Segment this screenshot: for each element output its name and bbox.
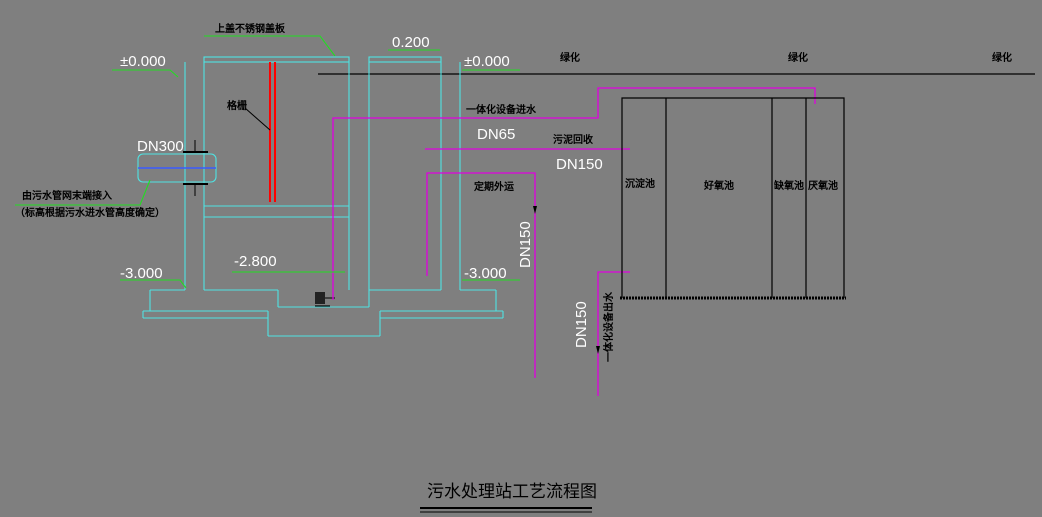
cover-plate-label: 上盖不锈钢盖板: [215, 22, 286, 35]
dn150-vertical-label: DN150: [517, 221, 534, 268]
bottom-level-left: -3.000: [120, 265, 163, 282]
tank-anoxic: 缺氧池: [773, 179, 804, 192]
equipment-outlet-label: 一体化设备出水: [602, 291, 615, 362]
inlet-pipe-dn300: [137, 140, 217, 196]
greening-label-3: 绿化: [992, 51, 1012, 64]
leader-lines: [15, 35, 520, 289]
grille-label: 格栅: [227, 99, 247, 112]
pump-icon: [315, 292, 335, 307]
equipment-inlet-pipe: [332, 117, 480, 300]
ground-level-left: ±0.000: [120, 53, 166, 70]
grille: [269, 62, 276, 202]
inlet-note-1: 由污水管网末端接入: [22, 189, 112, 202]
mid-level: -2.800: [234, 253, 277, 270]
arrow-icon: [533, 206, 537, 214]
bottom-level-right: -3.000: [464, 265, 507, 282]
greening-label-1: 绿化: [560, 51, 580, 64]
greening-label-2: 绿化: [788, 51, 808, 64]
arrow-icon: [596, 346, 600, 354]
cover-plate: [203, 56, 350, 63]
periodic-removal-pipe: [426, 172, 536, 378]
labels: ±0.000 ±0.000 -3.000 -3.000 -2.800 0.200…: [15, 22, 1012, 513]
equipment-inlet-label: 一体化设备进水: [466, 103, 537, 116]
equipment-inlet-pipe-2: [480, 87, 816, 119]
periodic-removal-label: 定期外运: [474, 180, 514, 193]
equipment-outlet-pipe: [597, 271, 630, 396]
tank-sedimentation: 沉淀池: [625, 177, 655, 190]
dn150-top-label: DN150: [556, 156, 603, 173]
process-pipes: [332, 87, 816, 396]
tank-structure: [142, 56, 504, 337]
tank-anaerobic: 厌氧池: [808, 179, 838, 192]
cover-height: 0.200: [392, 34, 430, 51]
ground-level-right: ±0.000: [464, 53, 510, 70]
dn65-label: DN65: [477, 126, 515, 143]
integrated-equipment: [620, 97, 846, 300]
dn300-label: DN300: [137, 138, 184, 155]
dn150-outlet-label: DN150: [573, 301, 590, 348]
inlet-note-2: （标高根据污水进水管高度确定）: [15, 206, 165, 219]
tank-aerobic: 好氧池: [703, 179, 734, 192]
drawing-title: 污水处理站工艺流程图: [427, 482, 597, 501]
sludge-return-label: 污泥回收: [553, 133, 593, 146]
cover-plate-right: [368, 56, 442, 63]
